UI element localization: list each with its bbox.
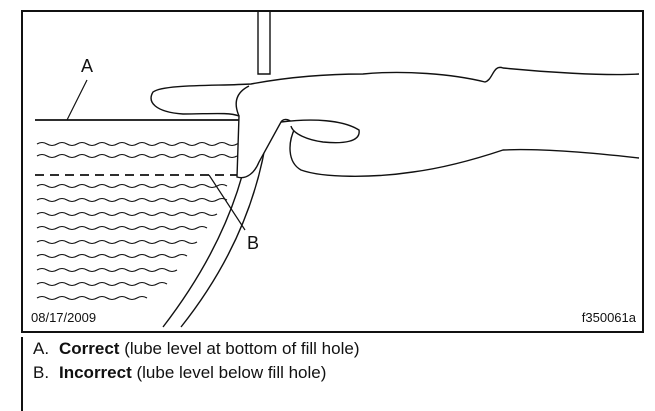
caption-detail: (lube level below fill hole) (132, 363, 327, 382)
callout-a-label: A (81, 57, 93, 75)
figure-id: f350061a (582, 311, 636, 324)
caption-letter: B. (33, 361, 59, 385)
lube-level-illustration (23, 12, 642, 331)
caption-term: Correct (59, 339, 119, 358)
figure-date: 08/17/2009 (31, 311, 96, 324)
callout-b-label: B (247, 234, 259, 252)
caption-item-a: A.Correct (lube level at bottom of fill … (33, 337, 644, 361)
figure-frame: A B 08/17/2009 f350061a (21, 10, 644, 333)
figure-caption: A.Correct (lube level at bottom of fill … (21, 337, 644, 411)
callout-a-leader (67, 80, 87, 120)
tool-handle (258, 12, 270, 74)
caption-letter: A. (33, 337, 59, 361)
caption-term: Incorrect (59, 363, 132, 382)
caption-item-b: B.Incorrect (lube level below fill hole) (33, 361, 644, 385)
caption-detail: (lube level at bottom of fill hole) (119, 339, 359, 358)
gloved-hand (151, 67, 639, 177)
